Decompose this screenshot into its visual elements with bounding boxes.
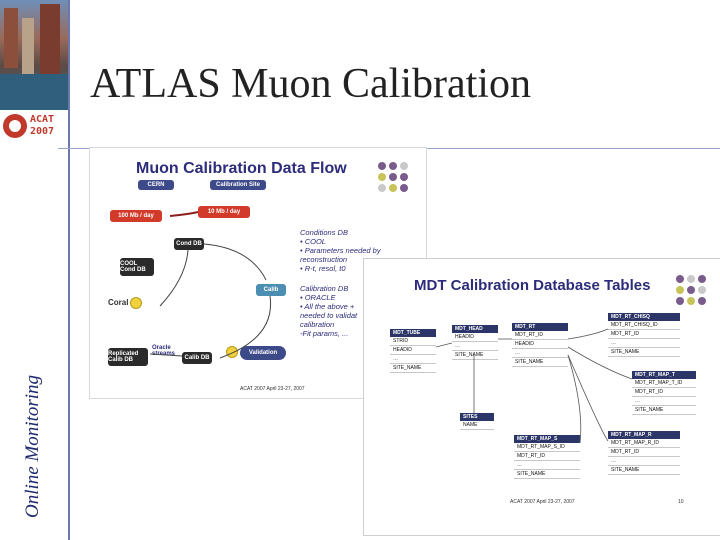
table-mdt-rt-map-t: MDT_RT_MAP_T MDT_RT_MAP_T_ID MDT_RT_ID …… xyxy=(632,371,696,415)
calibration-db-notes: Calibration DB• ORACLE• All the above +n… xyxy=(300,284,358,338)
coral-label: Coral xyxy=(108,298,129,307)
flow-arrows xyxy=(149,211,272,359)
vertical-rule xyxy=(68,0,70,540)
page-title: ATLAS Muon Calibration xyxy=(90,61,531,107)
atlas-dots-icon xyxy=(676,275,706,305)
table-mdt-rt-map-s: MDT_RT_MAP_S MDT_RT_MAP_S_ID MDT_RT_ID …… xyxy=(514,435,580,479)
table-mdt-head: MDT_HEAD HEADID … SITE_NAME xyxy=(452,325,498,360)
cond-db-box: Cond DB xyxy=(174,238,204,250)
smiley-icon xyxy=(130,297,142,309)
calibration-site-box: Calibration Site xyxy=(210,180,266,190)
rate-box-1: 100 Mb / day xyxy=(110,210,162,222)
cool-cond-db-box: COOL Cond DB xyxy=(120,258,154,276)
slide1-title: Muon Calibration Data Flow xyxy=(136,160,347,177)
slide2-page-number: 10 xyxy=(678,499,684,505)
table-mdt-rt-chisq: MDT_RT_CHISQ MDT_RT_CHISQ_ID MDT_RT_ID …… xyxy=(608,313,680,357)
calib-box: Calib xyxy=(256,284,286,296)
atlas-dots-icon xyxy=(378,162,408,192)
table-mdt-rt: MDT_RT MDT_RT_ID HEADID … SITE_NAME xyxy=(512,323,568,367)
calib-db-box: Calib DB xyxy=(182,352,212,364)
logo-emblem-icon xyxy=(3,114,27,138)
conditions-db-notes: Conditions DB• COOL• Parameters needed b… xyxy=(300,228,381,273)
cern-box: CERN xyxy=(138,180,174,190)
slide2-title: MDT Calibration Database Tables xyxy=(414,277,651,294)
table-mdt-rt-map-r: MDT_RT_MAP_R MDT_RT_MAP_R_ID MDT_RT_ID …… xyxy=(608,431,680,475)
side-label: Online Monitoring xyxy=(22,374,43,518)
logo-text: ACAT 2007 xyxy=(30,114,55,137)
table-mdt-tube: MDT_TUBE STRID HEADID … SITE_NAME xyxy=(390,329,436,373)
slide-mdt-calibration-tables: MDT Calibration Database Tables MDT_TUBE… xyxy=(364,259,720,535)
acat-logo: ACAT 2007 xyxy=(2,112,66,142)
city-photo xyxy=(0,0,68,110)
rate-box-2: 10 Mb / day xyxy=(198,206,250,218)
validation-box: Validation xyxy=(240,346,286,360)
oracle-streams-label: Oracle streams xyxy=(152,345,176,357)
table-relations xyxy=(435,328,633,444)
table-sites: SITES NAME xyxy=(460,413,494,430)
slide1-footer: ACAT 2007 April 23-27, 2007 xyxy=(240,386,305,392)
slide2-footer: ACAT 2007 April 23-27, 2007 xyxy=(510,499,575,505)
replicated-calib-db-box: Replicated Calib DB xyxy=(108,348,148,366)
